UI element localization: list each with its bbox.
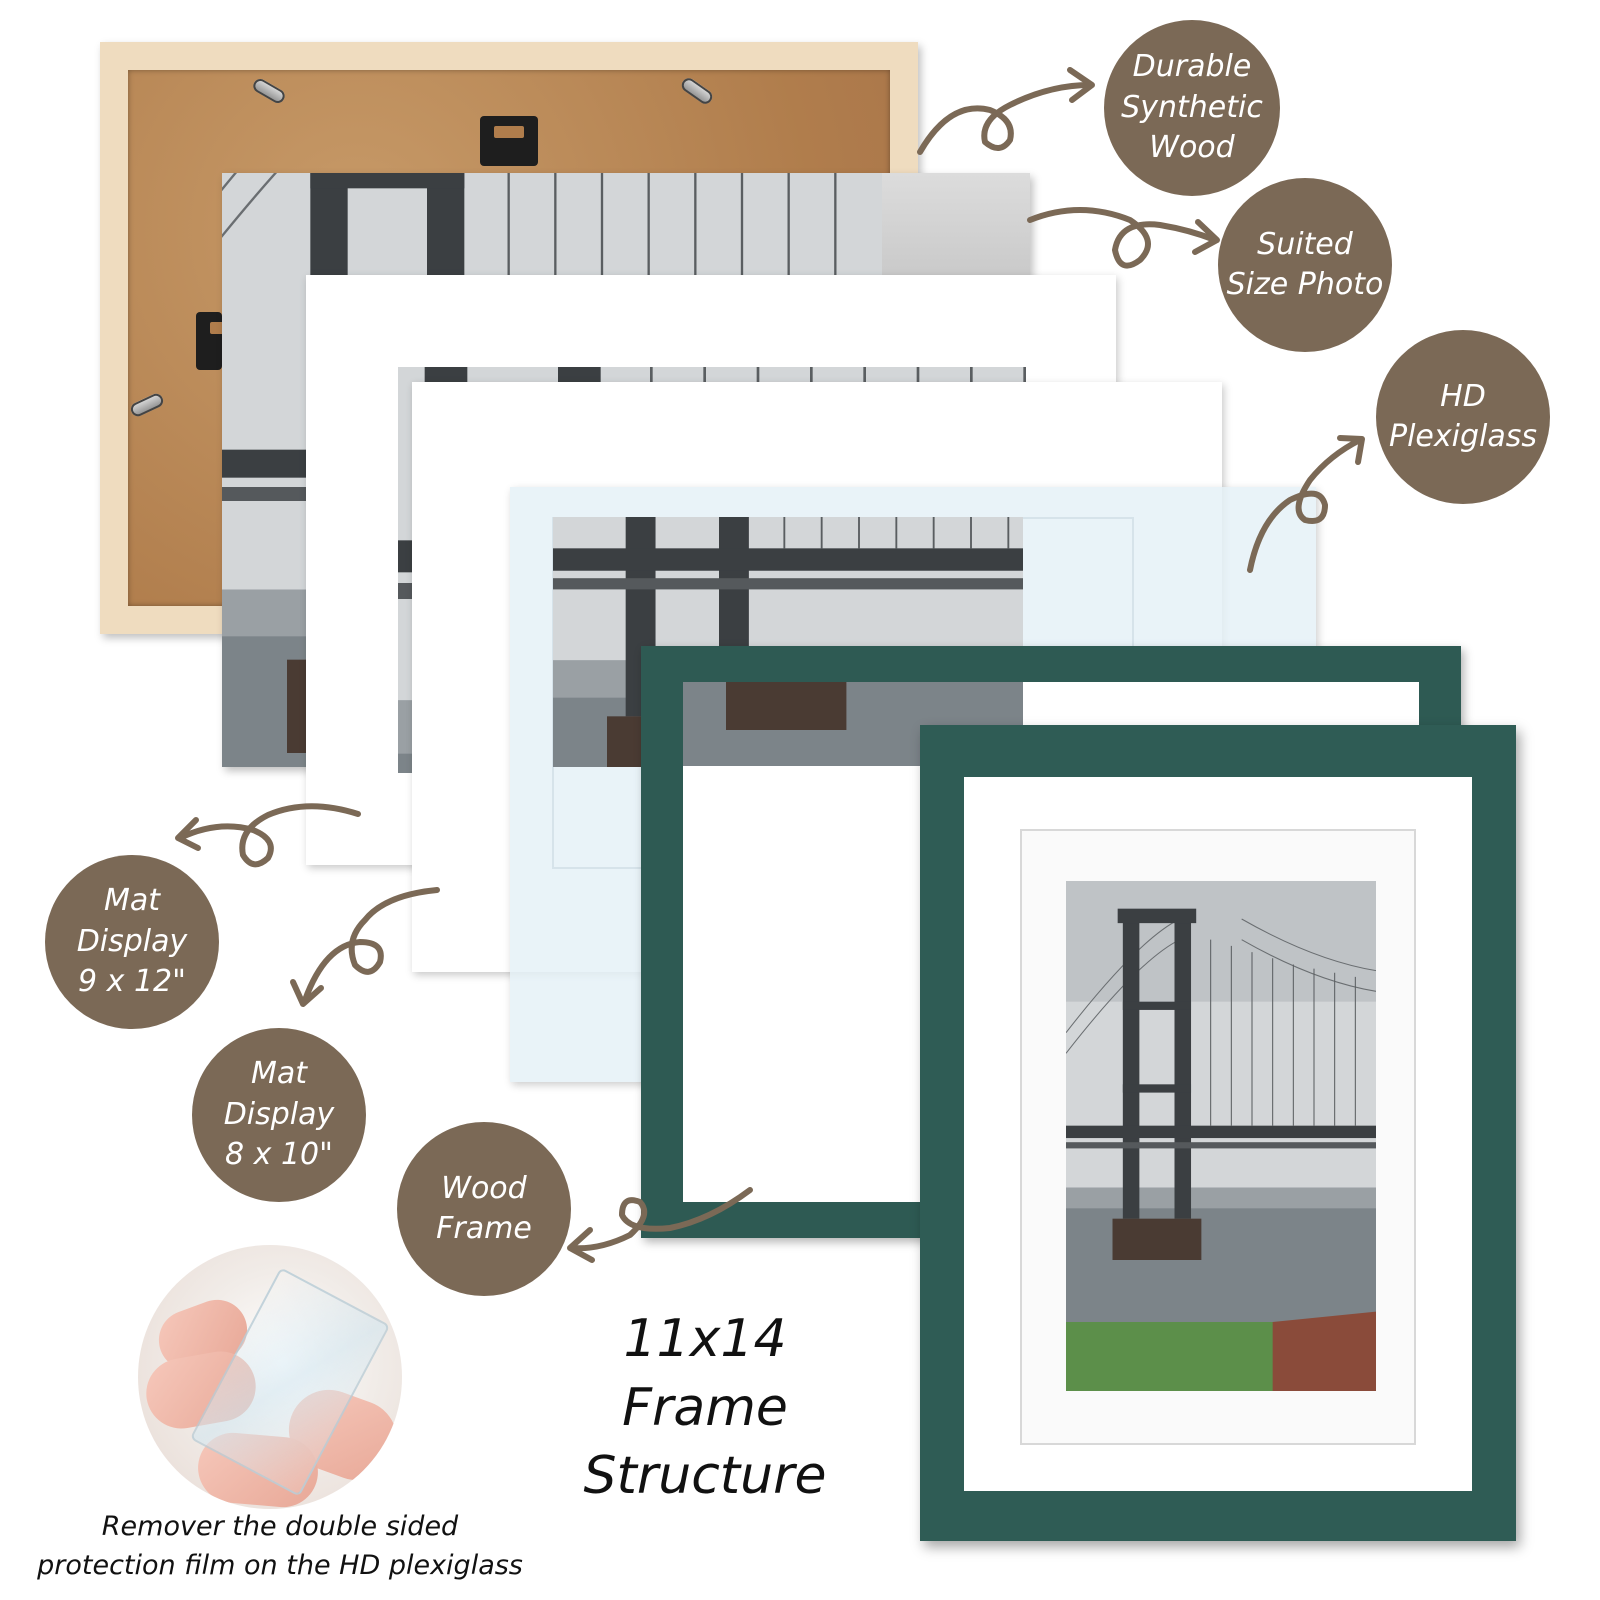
- badge-suited-photo: Suited Size Photo: [1218, 178, 1392, 352]
- wood-frame-front: [920, 725, 1516, 1541]
- badge-wood-frame: Wood Frame: [397, 1122, 571, 1296]
- sawtooth-hanger-icon: [480, 116, 538, 166]
- curly-arrow-icon: [175, 803, 361, 868]
- badge-label: Durable Synthetic Wood: [1121, 49, 1263, 166]
- badge-mat-8x10: Mat Display 8 x 10": [192, 1028, 366, 1202]
- framed-photo: [1066, 881, 1376, 1391]
- curly-arrow-icon: [917, 67, 1095, 155]
- curly-arrow-icon: [567, 1187, 753, 1263]
- sawtooth-hanger-icon: [196, 312, 240, 370]
- badge-label: Mat Display 8 x 10": [223, 1056, 335, 1173]
- mat-bevel: [1020, 829, 1416, 1445]
- badge-label: HD Plexiglass: [1389, 378, 1537, 455]
- badge-label: Mat Display 9 x 12": [76, 883, 188, 1000]
- curly-arrow-icon: [1247, 435, 1365, 573]
- film-instruction-caption: Remover the double sided protection film…: [37, 1511, 523, 1582]
- badge-hd-plexiglass: HD Plexiglass: [1376, 330, 1550, 504]
- frame-mat: [964, 777, 1472, 1491]
- bridge-photo-icon: [1066, 881, 1376, 1391]
- peel-film-image: [138, 1245, 402, 1509]
- curly-arrow-icon: [290, 887, 440, 1007]
- curly-arrow-icon: [1027, 207, 1220, 269]
- badge-label: Wood Frame: [436, 1170, 532, 1247]
- badge-durable-wood: Durable Synthetic Wood: [1104, 20, 1280, 196]
- badge-label: Suited Size Photo: [1226, 226, 1384, 303]
- badge-mat-9x12: Mat Display 9 x 12": [45, 855, 219, 1029]
- page-title: 11x14 Frame Structure: [583, 1309, 827, 1507]
